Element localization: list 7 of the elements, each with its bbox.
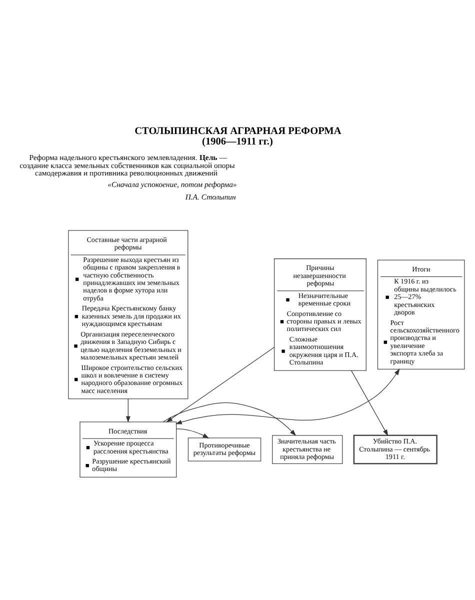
arrow	[176, 428, 209, 438]
arrow	[162, 402, 296, 436]
arrow	[125, 398, 130, 422]
arrow	[174, 368, 400, 424]
diagram-title: СТОЛЫПИНСКАЯ АГРАРНАЯ РЕФОРМА (1906—1911 гг.)	[134, 126, 341, 147]
arrow	[166, 346, 274, 422]
arrow	[350, 370, 388, 436]
